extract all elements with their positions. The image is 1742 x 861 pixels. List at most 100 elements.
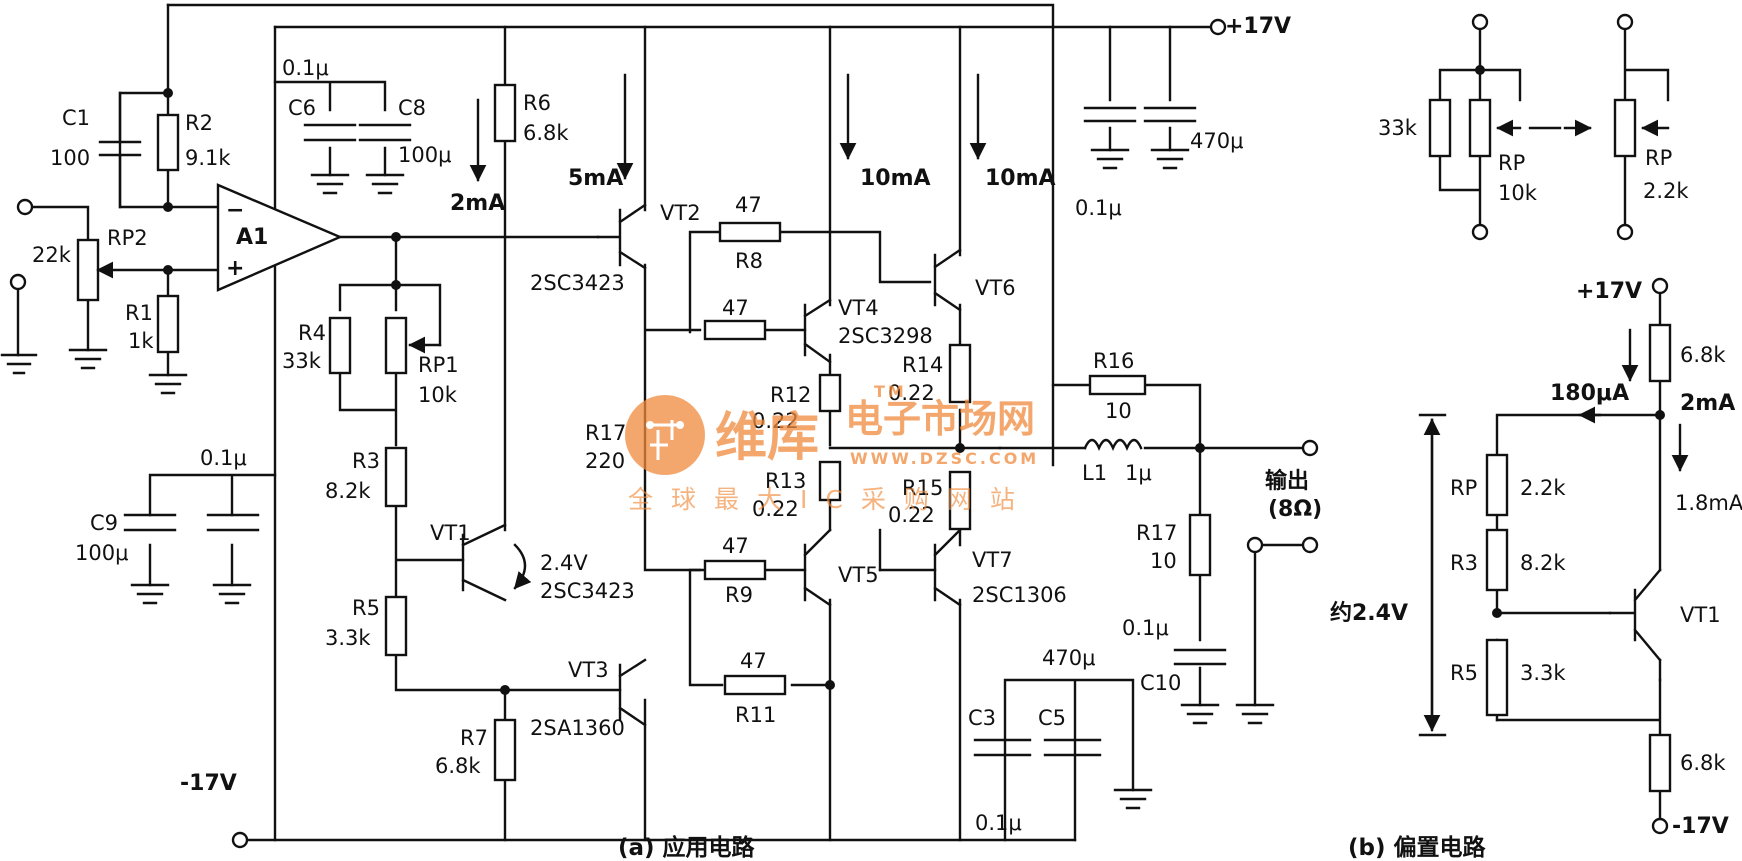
label-c8: C8 (398, 96, 426, 120)
label-r7: R7 (460, 726, 488, 750)
watermark-site: 电子市场网 (845, 397, 1035, 441)
capacitors-a (98, 91, 1227, 757)
label-r14-value: 0.22 (888, 381, 935, 405)
terminals (9, 18, 1319, 849)
label-r15: R15 (902, 476, 943, 500)
label-a1-minus: − (226, 198, 244, 223)
label-i-10ma-b: 10mA (985, 166, 1056, 191)
label-output: 输出 (1265, 468, 1309, 494)
label-c1: C1 (62, 106, 90, 130)
label-r11-value: 47 (740, 649, 767, 673)
label-r17b-value: 10 (1150, 549, 1177, 573)
label-neg-rail: -17V (180, 771, 237, 796)
label-vt1: VT1 (430, 521, 471, 545)
label-bypass-01: 0.1μ (1075, 196, 1122, 220)
label-rp1-value: 10k (418, 383, 458, 407)
label-i-2ma: 2mA (450, 191, 505, 216)
label-r17a-value: 220 (585, 449, 625, 473)
label-r10-value: 47 (722, 296, 749, 320)
label-r7-value: 6.8k (435, 754, 481, 778)
label-b-neg-rail: -17V (1672, 814, 1729, 839)
label-r1: R1 (125, 301, 153, 325)
label-b-rp3: RP (1450, 476, 1477, 500)
label-vt3: VT3 (568, 658, 609, 682)
label-r5: R5 (352, 596, 380, 620)
label-r5-value: 3.3k (325, 626, 371, 650)
watermark-brand: 维库 (715, 408, 819, 468)
label-b-i2ma: 2mA (1680, 391, 1735, 416)
label-r4: R4 (298, 321, 326, 345)
label-r4-value: 33k (282, 349, 322, 373)
label-vt7: VT7 (972, 548, 1013, 572)
label-r15-value: 0.22 (888, 503, 935, 527)
label-r3: R3 (352, 449, 380, 473)
label-r9: R9 (725, 583, 753, 607)
label-b-rp: RP (1498, 151, 1525, 175)
label-r13-value: 0.22 (752, 497, 799, 521)
label-b-vt1: VT1 (1680, 603, 1721, 627)
label-b-r5-value: 3.3k (1520, 661, 1566, 685)
junctions (163, 88, 1205, 695)
wiring-b (1438, 28, 1670, 824)
caption-a: (a) 应用电路 (618, 834, 756, 861)
label-b-r3: R3 (1450, 551, 1478, 575)
label-c6c8-value: 0.1μ (282, 56, 329, 80)
label-cbot-value: 0.1μ (975, 811, 1022, 835)
label-r2-value: 9.1k (185, 146, 231, 170)
label-b-r68b: 6.8k (1680, 751, 1726, 775)
label-i-10ma-a: 10mA (860, 166, 931, 191)
label-b-33k: 33k (1378, 116, 1418, 140)
label-vt6: VT6 (975, 276, 1016, 300)
label-r16: R16 (1093, 349, 1134, 373)
label-b-rp2-value: 2.2k (1643, 179, 1689, 203)
label-b-rp-10k: 10k (1498, 181, 1538, 205)
label-r6: R6 (523, 91, 551, 115)
label-c3: C3 (968, 706, 996, 730)
label-b-pos-rail: +17V (1576, 279, 1642, 304)
grounds (0, 148, 1275, 810)
label-rp2: RP2 (107, 226, 148, 250)
label-i-5ma: 5mA (568, 166, 623, 191)
label-pos-rail: +17V (1225, 14, 1291, 39)
opamp-a1 (216, 183, 344, 292)
label-rp1: RP1 (418, 353, 459, 377)
label-a1: A1 (236, 225, 268, 250)
label-vt1-type: 2SC3423 (540, 579, 635, 603)
resistors-a (76, 83, 1212, 782)
labels: +17V -17V A1 − + C1 100 R2 9.1k RP2 22k … (32, 14, 1742, 861)
label-c1-value: 100 (50, 146, 90, 170)
label-vt1-voltage: 2.4V (540, 551, 588, 575)
label-b-rp3-value: 2.2k (1520, 476, 1566, 500)
label-c9-parallel: 0.1μ (200, 446, 247, 470)
label-r3-value: 8.2k (325, 479, 371, 503)
watermark-tm: TM (874, 382, 907, 401)
label-c6: C6 (288, 96, 316, 120)
label-r14: R14 (902, 353, 943, 377)
label-bypass-470: 470μ (1190, 129, 1243, 153)
watermark-logo-icon (625, 395, 705, 475)
label-b-r5: R5 (1450, 661, 1478, 685)
label-rp2-value: 22k (32, 243, 72, 267)
label-r12: R12 (770, 383, 811, 407)
label-l1: L1 (1082, 461, 1107, 485)
label-c8-value: 100μ (398, 143, 451, 167)
label-c9-value: 100μ (75, 541, 128, 565)
components-b (1420, 13, 1689, 835)
label-r17a: R17 (585, 421, 626, 445)
label-r16-value: 10 (1105, 399, 1132, 423)
caption-b: (b) 偏置电路 (1348, 834, 1486, 861)
label-vt4: VT4 (838, 296, 879, 320)
label-r2: R2 (185, 111, 213, 135)
label-b-r68: 6.8k (1680, 343, 1726, 367)
label-r1-value: 1k (128, 329, 154, 353)
label-vt7-type: 2SC1306 (972, 583, 1067, 607)
label-vt3-type: 2SA1360 (530, 716, 625, 740)
label-b-rp2: RP (1645, 146, 1672, 170)
label-r8: R8 (735, 249, 763, 273)
label-output-impedance: (8Ω) (1268, 497, 1322, 522)
label-r12-value: 0.22 (752, 409, 799, 433)
label-c10-value: 0.1μ (1122, 616, 1169, 640)
label-c5: C5 (1038, 706, 1066, 730)
label-r11: R11 (735, 703, 776, 727)
